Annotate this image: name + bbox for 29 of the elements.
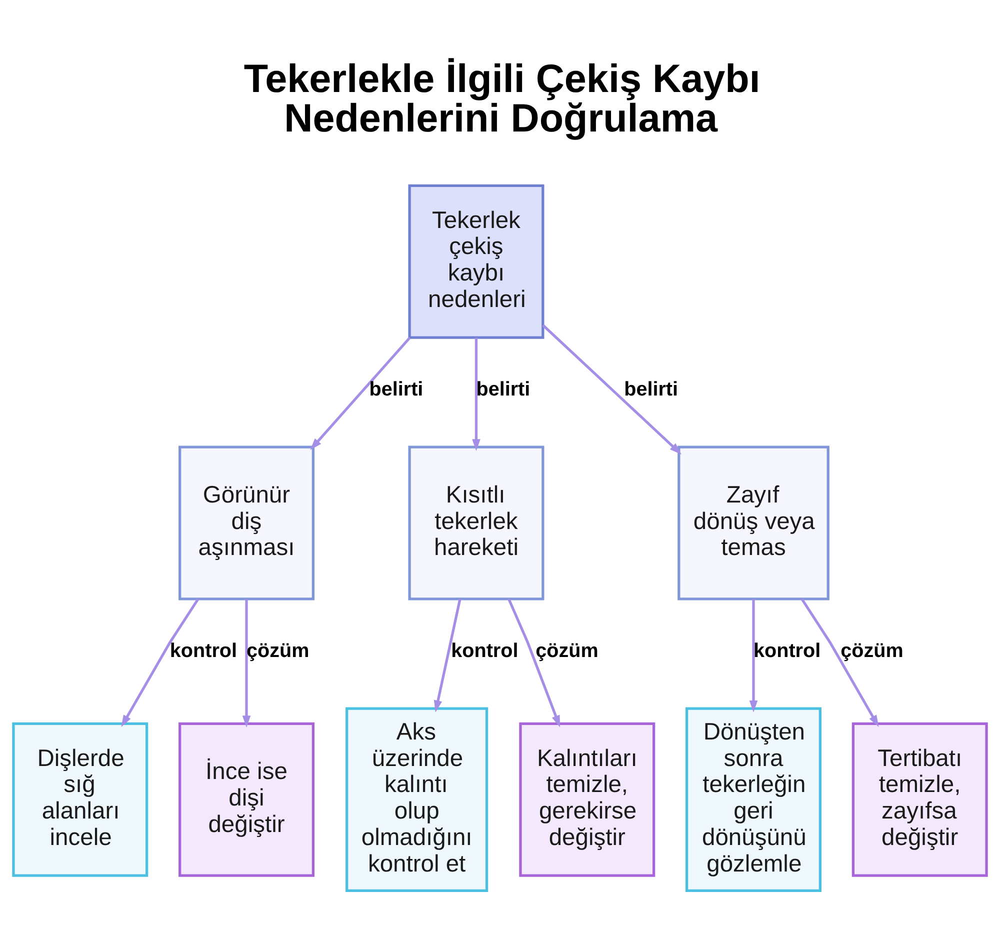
arrow: [542, 324, 682, 454]
arrow: [800, 598, 879, 728]
node-box: Zayıf dönüş veya temas: [678, 446, 830, 600]
edge-label: çözüm: [536, 640, 598, 662]
arrow: [434, 598, 462, 712]
node-box: Aks üzerinde kalıntı olup olmadığını kontrol et: [346, 707, 488, 892]
arrow: [121, 598, 200, 728]
edge-label: belirti: [476, 378, 530, 401]
edge-label: kontrol: [451, 640, 518, 662]
edge-label: çözüm: [840, 640, 904, 662]
node-box: Tekerlek çekiş kaybı nedenleri: [408, 184, 544, 339]
arrow: [310, 336, 411, 450]
arrow: [749, 599, 758, 712]
node-box: Kısıtlı tekerlek hareketi: [408, 446, 544, 600]
edge-label: kontrol: [754, 640, 821, 662]
edge-label: kontrol: [170, 640, 238, 662]
node-box: Tertibatı temizle, zayıfsa değiştir: [852, 722, 988, 877]
node-box: İnce ise dişi değiştir: [178, 722, 314, 877]
edge-label: çözüm: [246, 640, 310, 662]
edge-label: belirti: [369, 378, 424, 401]
diagram-title: Tekerlekle İlgili Çekiş Kaybı Nedenlerini Doğrulama: [244, 56, 760, 141]
edge-label: belirti: [624, 378, 678, 401]
node-box: Dişlerde sığ alanları incele: [12, 722, 148, 877]
node-box: Görünür diş aşınması: [178, 446, 314, 600]
node-box: Dönüşten sonra tekerleğin geri dönüşünü gözlemle: [686, 707, 822, 892]
arrow: [508, 598, 560, 728]
node-box: Kalıntıları temizle, gerekirse değiştir: [519, 722, 656, 877]
arrow: [242, 599, 251, 728]
arrow: [472, 338, 480, 452]
